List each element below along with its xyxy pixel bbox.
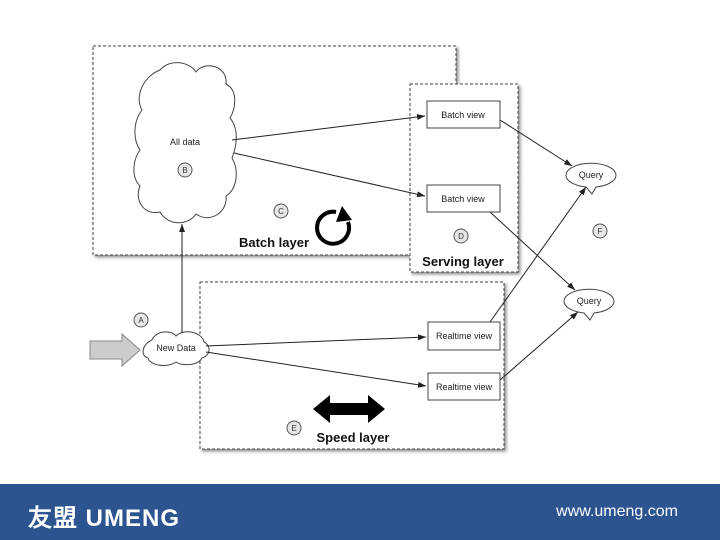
input-arrow-icon bbox=[89, 332, 141, 368]
marker-e: E bbox=[291, 424, 296, 433]
realtime-view-box-1 bbox=[427, 321, 501, 351]
refresh-cycle-icon bbox=[315, 206, 352, 246]
speed-layer-box bbox=[199, 281, 505, 450]
marker-f: F bbox=[598, 227, 603, 236]
all-data-label: All data bbox=[170, 137, 200, 147]
all-data-cloud bbox=[133, 62, 237, 224]
speed-layer-title: Speed layer bbox=[317, 430, 390, 445]
query-label: Query bbox=[579, 170, 604, 180]
marker-circles bbox=[133, 162, 608, 436]
serving-layer-title: Serving layer bbox=[422, 254, 504, 269]
footer-bar: 友盟 UMENG www.umeng.com bbox=[0, 484, 720, 540]
new-data-label: New Data bbox=[156, 343, 196, 353]
new-data-cloud bbox=[142, 331, 210, 366]
query-bubble-2 bbox=[563, 288, 615, 321]
lambda-architecture-diagram: All data New Data Batch view Batch view … bbox=[89, 45, 617, 450]
batch-view-box-1 bbox=[426, 100, 501, 129]
marker-b: B bbox=[182, 166, 187, 175]
umeng-logo: 友盟 UMENG bbox=[28, 505, 180, 532]
website-url: www.umeng.com bbox=[556, 503, 678, 520]
realtime-view-label: Realtime view bbox=[436, 331, 493, 341]
realtime-view-box-2 bbox=[427, 372, 501, 401]
batch-view-label: Batch view bbox=[441, 110, 485, 120]
marker-a: A bbox=[138, 316, 144, 325]
marker-c: C bbox=[278, 207, 284, 216]
marker-d: D bbox=[458, 232, 464, 241]
realtime-view-label: Realtime view bbox=[436, 382, 493, 392]
query-label: Query bbox=[577, 296, 602, 306]
double-arrow-icon bbox=[313, 395, 385, 423]
flow-arrows bbox=[179, 114, 587, 388]
batch-view-box-2 bbox=[426, 184, 501, 213]
query-bubble-1 bbox=[565, 162, 617, 195]
batch-view-label: Batch view bbox=[441, 194, 485, 204]
batch-layer-title: Batch layer bbox=[239, 235, 309, 250]
